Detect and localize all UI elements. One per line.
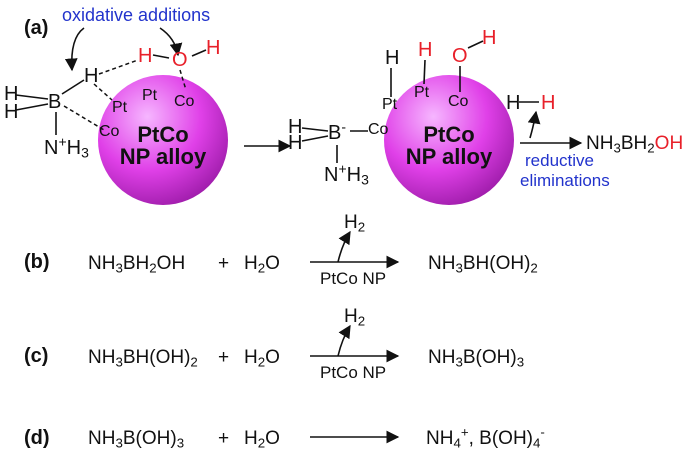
atom-o-right: O: [452, 45, 468, 67]
panel-b-reactant: NH3BH2OH: [88, 253, 186, 276]
panel-b-water: H2O: [244, 253, 280, 276]
panel-b-plus: +: [218, 253, 230, 274]
ammonium-left: N+H3: [44, 133, 89, 161]
atom-o-water-left: O: [172, 49, 188, 71]
oxidative-additions-label: oxidative additions: [62, 5, 211, 25]
panel-c-product: NH3B(OH)3: [428, 347, 525, 370]
panel-c-plus: +: [218, 347, 230, 368]
panel-b-label: (b): [24, 251, 50, 273]
panel-c-catalyst: PtCo NP: [320, 363, 387, 382]
atom-b-left: B: [48, 91, 62, 113]
atom-h-water-left: H: [138, 45, 153, 67]
curved-arrow-1: [64, 27, 85, 72]
bond-b-hbridge: [61, 79, 85, 95]
atom-h-pt-right-1: H: [385, 47, 400, 69]
atom-h-left-2: H: [4, 101, 19, 123]
curved-arrow-2: [159, 27, 183, 57]
atom-h-right-2: H: [288, 132, 303, 154]
panel-c-reactant: NH3BH(OH)2: [88, 347, 198, 370]
panel-b-product: NH3BH(OH)2: [428, 253, 538, 276]
atom-pt-right-2: Pt: [414, 84, 430, 101]
ammonium-right: N+H3: [324, 160, 369, 188]
released-h-black: H: [506, 92, 521, 114]
atom-h-left-1: H: [4, 83, 19, 105]
bond-r-o-h: [467, 40, 484, 49]
atom-h-water-left-2: H: [206, 37, 221, 59]
arrow-c-gas: [337, 324, 351, 357]
bond-h-h-dashed: [98, 59, 139, 75]
atom-h-bridge: H: [84, 65, 99, 87]
np-sphere-left: [98, 75, 228, 205]
panel-c-label: (c): [24, 345, 49, 367]
atom-pt-right-1: Pt: [382, 96, 398, 113]
atom-co-left-2: Co: [174, 93, 195, 110]
atom-h-pt-right-2: H: [418, 39, 433, 61]
panel-d-label: (d): [24, 427, 50, 449]
bond-o-h: [191, 49, 207, 57]
bond-r-h1-b: [301, 127, 329, 132]
bond-o-co-dashed: [179, 69, 187, 91]
bond-r-h2-b: [301, 135, 329, 142]
atom-b-right: B-: [328, 118, 347, 144]
panel-a-product: NH3BH2OH: [586, 133, 684, 156]
panel-d-product: NH4+, B(OH)4-: [426, 424, 545, 451]
atom-h-o-right: H: [482, 27, 497, 49]
panel-d-plus: +: [218, 428, 230, 449]
atom-h-right-1: H: [288, 116, 303, 138]
eliminations-label: eliminations: [520, 171, 610, 190]
panel-b-gas: H2: [344, 212, 366, 235]
panel-c-gas: H2: [344, 306, 366, 329]
np-sphere-right: [384, 75, 514, 205]
arrow-b-gas: [337, 230, 351, 263]
panel-c-water: H2O: [244, 347, 280, 370]
bond-h1-b: [15, 94, 49, 100]
panel-b-catalyst: PtCo NP: [320, 269, 387, 288]
panel-d-reactant: NH3B(OH)3: [88, 428, 185, 451]
bond-h2-b: [15, 103, 49, 111]
released-h-red: H: [541, 92, 556, 114]
atom-co-left-1: Co: [99, 123, 120, 140]
atom-co-right: Co: [448, 93, 469, 110]
atom-pt-left-2: Pt: [142, 87, 158, 104]
atom-co-b-right: Co: [368, 121, 389, 138]
release-curved-arrow: [527, 110, 541, 139]
bond-b-co-dashed: [63, 105, 105, 131]
bond-h-o: [152, 54, 170, 59]
panel-a-label: (a): [24, 17, 49, 39]
atom-pt-left-1: Pt: [112, 99, 128, 116]
panel-d-water: H2O: [244, 428, 280, 451]
bond-r-h-pt2: [423, 59, 426, 85]
reductive-label: reductive: [525, 151, 594, 170]
